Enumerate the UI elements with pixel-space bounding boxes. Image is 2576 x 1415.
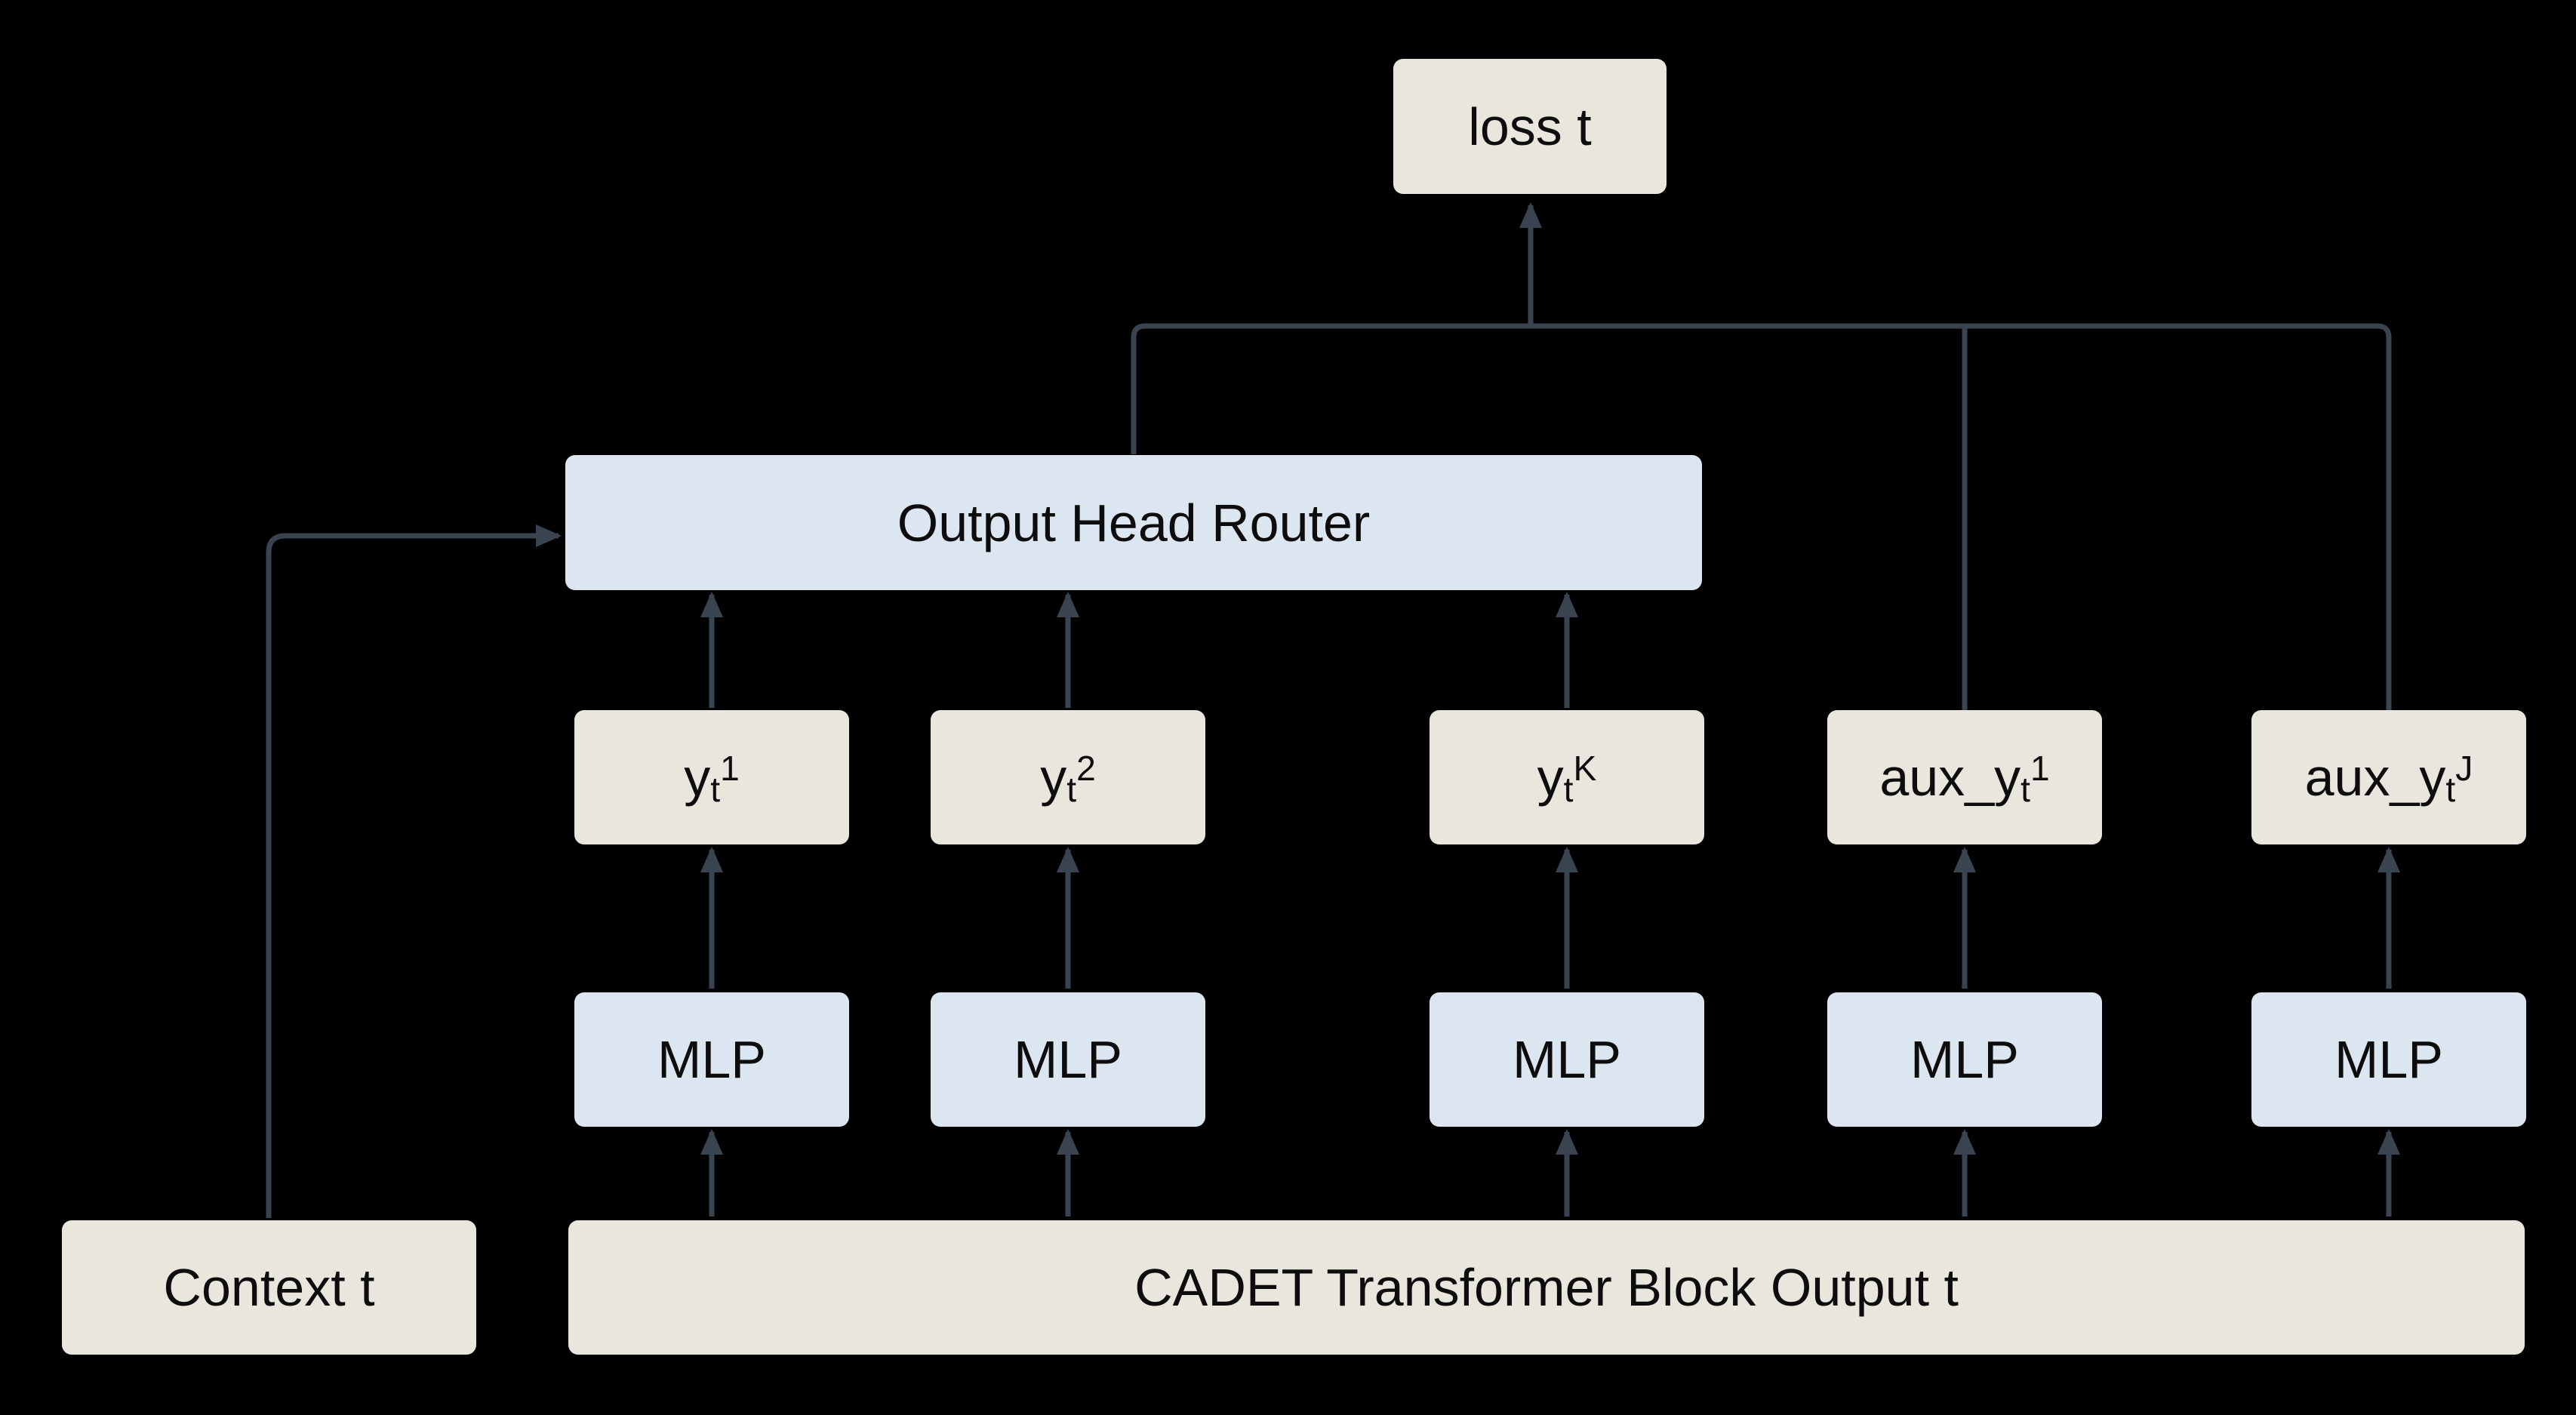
head-label-ytK: ytK	[1537, 748, 1597, 810]
head-node-aux-yt1: aux_yt1	[1827, 710, 2102, 844]
head-label-aux-yt1: aux_yt1	[1879, 748, 2050, 810]
mlp-node-2: MLP	[931, 992, 1205, 1127]
transformer-block-output-node: CADET Transformer Block Output t	[568, 1220, 2525, 1355]
mlp-label-2: MLP	[1014, 1030, 1122, 1089]
context-label: Context t	[163, 1258, 375, 1317]
head-label-yt1: yt1	[684, 748, 740, 810]
head-label-aux-ytJ: aux_ytJ	[2304, 748, 2473, 810]
head-node-aux-ytJ: aux_ytJ	[2251, 710, 2526, 844]
output-head-router-node: Output Head Router	[565, 455, 1702, 590]
head-node-yt2: yt2	[931, 710, 1205, 844]
mlp-label-1: MLP	[657, 1030, 766, 1089]
mlp-node-4: MLP	[1827, 992, 2102, 1127]
context-node: Context t	[62, 1220, 476, 1355]
loss-label: loss t	[1468, 97, 1592, 156]
arrow-context-to-router	[266, 524, 562, 1218]
wire-loss-merge-bus	[1131, 323, 2392, 710]
mlp-node-1: MLP	[574, 992, 849, 1127]
mlp-node-5: MLP	[2251, 992, 2526, 1127]
transformer-block-output-label: CADET Transformer Block Output t	[1134, 1258, 1959, 1317]
mlp-label-5: MLP	[2334, 1030, 2443, 1089]
mlp-node-3: MLP	[1430, 992, 1704, 1127]
output-head-router-label: Output Head Router	[897, 493, 1371, 552]
mlp-label-4: MLP	[1910, 1030, 2019, 1089]
head-node-ytK: ytK	[1430, 710, 1704, 844]
head-node-yt1: yt1	[574, 710, 849, 844]
loss-node: loss t	[1393, 59, 1667, 194]
mlp-label-3: MLP	[1513, 1030, 1621, 1089]
head-label-yt2: yt2	[1040, 748, 1096, 810]
